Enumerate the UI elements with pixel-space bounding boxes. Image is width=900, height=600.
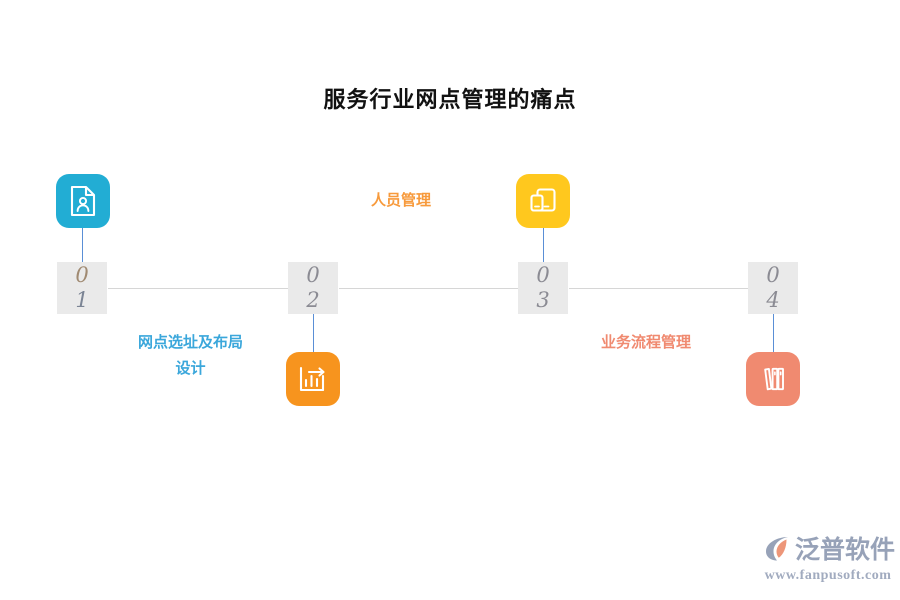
watermark-brand-name: 泛普软件 [795, 535, 896, 564]
page-title: 服务行业网点管理的痛点 [323, 87, 577, 112]
step-03-number-top: 0 [536, 263, 550, 287]
watermark-url: www.fanpusoft.com [764, 568, 892, 583]
step-03-connector [543, 228, 544, 262]
step-03-caption: 人员管理 [371, 192, 432, 209]
timeline-axis-segment-3 [569, 288, 749, 289]
devices-cards-icon [527, 186, 559, 216]
step-01-number-block: 0 1 [57, 262, 107, 314]
step-01-number-top: 0 [75, 263, 89, 287]
step-04-number-top: 0 [766, 263, 780, 287]
step-02-icon-tile[interactable] [286, 352, 340, 406]
step-01-caption: 网点选址及布局 设计 [137, 334, 243, 377]
step-04-number-bottom: 4 [766, 288, 780, 312]
step-03-icon-tile[interactable] [516, 174, 570, 228]
step-02-number-block: 0 2 [288, 262, 338, 314]
timeline-axis-segment-1 [108, 288, 289, 289]
step-01-icon-tile[interactable] [56, 174, 110, 228]
step-04-number-block: 0 4 [748, 262, 798, 314]
step-03-number-bottom: 3 [536, 288, 550, 312]
step-04-caption: 业务流程管理 [601, 334, 692, 351]
fanpu-swoosh-logo-icon [762, 533, 792, 568]
watermark: 泛普软件 www.fanpusoft.com [762, 533, 896, 589]
step-04-icon-tile[interactable] [746, 352, 800, 406]
bar-chart-growth-icon [297, 364, 329, 394]
step-02-connector [313, 314, 314, 352]
step-01-connector [82, 228, 83, 262]
document-person-icon [68, 185, 98, 217]
books-shelf-icon [758, 364, 788, 394]
timeline-axis-segment-2 [339, 288, 519, 289]
step-01-number-bottom: 1 [75, 288, 89, 312]
step-04-connector [773, 314, 774, 352]
step-03-number-block: 0 3 [518, 262, 568, 314]
step-02-number-top: 0 [306, 263, 320, 287]
step-02-number-bottom: 2 [306, 288, 320, 312]
